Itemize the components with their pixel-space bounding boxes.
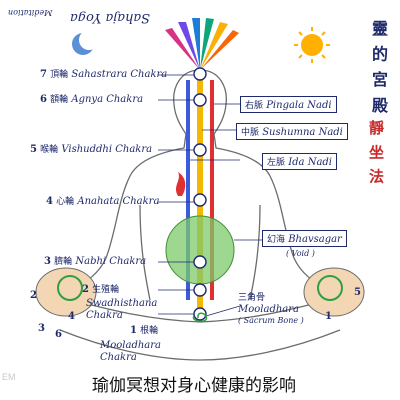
nadi-label-ida: 左脈 Ida Nadi [262,153,338,170]
body-outline [59,69,341,361]
left-hand [35,267,97,317]
chakra-label-4: 4 心輪 Anahata Chakra [46,196,160,207]
chakra-label-2: 2 生殖輪 [82,284,120,295]
vertical-title: 靈 的 宮 殿 [369,20,388,115]
bhavsagar-label: 幻海 Bhavsagar [262,230,347,247]
hand-number-left-2: 6 [55,329,62,340]
chakra-label-6: 6 額輪 Agnya Chakra [40,94,144,105]
crown-rays-icon [165,18,239,70]
right-hand [303,267,365,317]
caption: 瑜伽冥想对身心健康的影响 [92,376,296,396]
moon-icon [72,30,99,55]
nadi-label-pingala: 右脈 Pingala Nadi [240,96,337,113]
chakra-label-7: 7 頂輪 Sahastrara Chakra [40,69,168,80]
hand-number-left-4: 3 [38,323,45,334]
flame-icon [176,172,186,196]
diagram-title: Sahaja Yoga [70,10,151,25]
diagram-subtitle: Meditation [8,8,53,17]
chakra-label-3: 3 臍輪 Nabhi Chakra [44,256,147,267]
vertical-subtitle: 靜 坐 法 [367,120,385,186]
hand-number-right-2: 1 [325,311,332,322]
leader-lines [158,74,262,317]
hand-number-right-1: 5 [354,287,361,298]
void-circle [165,215,235,285]
chakra-label-5: 5 喉輪 Vishuddhi Chakra [30,144,153,155]
kundalini-icon [192,312,208,322]
bhavsagar-sub: ( Void ) [286,249,315,258]
hand-number-left-1: 2 [30,290,37,301]
chakra-label-2-name: Swadhisthana Chakra [86,298,158,321]
triangle-bone-label: 三角骨 Mooladhara ( Sacrum Bone ) [238,293,304,325]
chakra-label-1-name: Mooladhara Chakra [100,340,161,363]
sun-icon [294,27,330,63]
nadi-label-sushumna: 中脈 Sushumna Nadi [236,123,348,140]
chakra-label-1: 1 根輪 [130,325,159,336]
hand-number-left-3: 4 [68,311,75,322]
watermark: EM [2,372,16,382]
